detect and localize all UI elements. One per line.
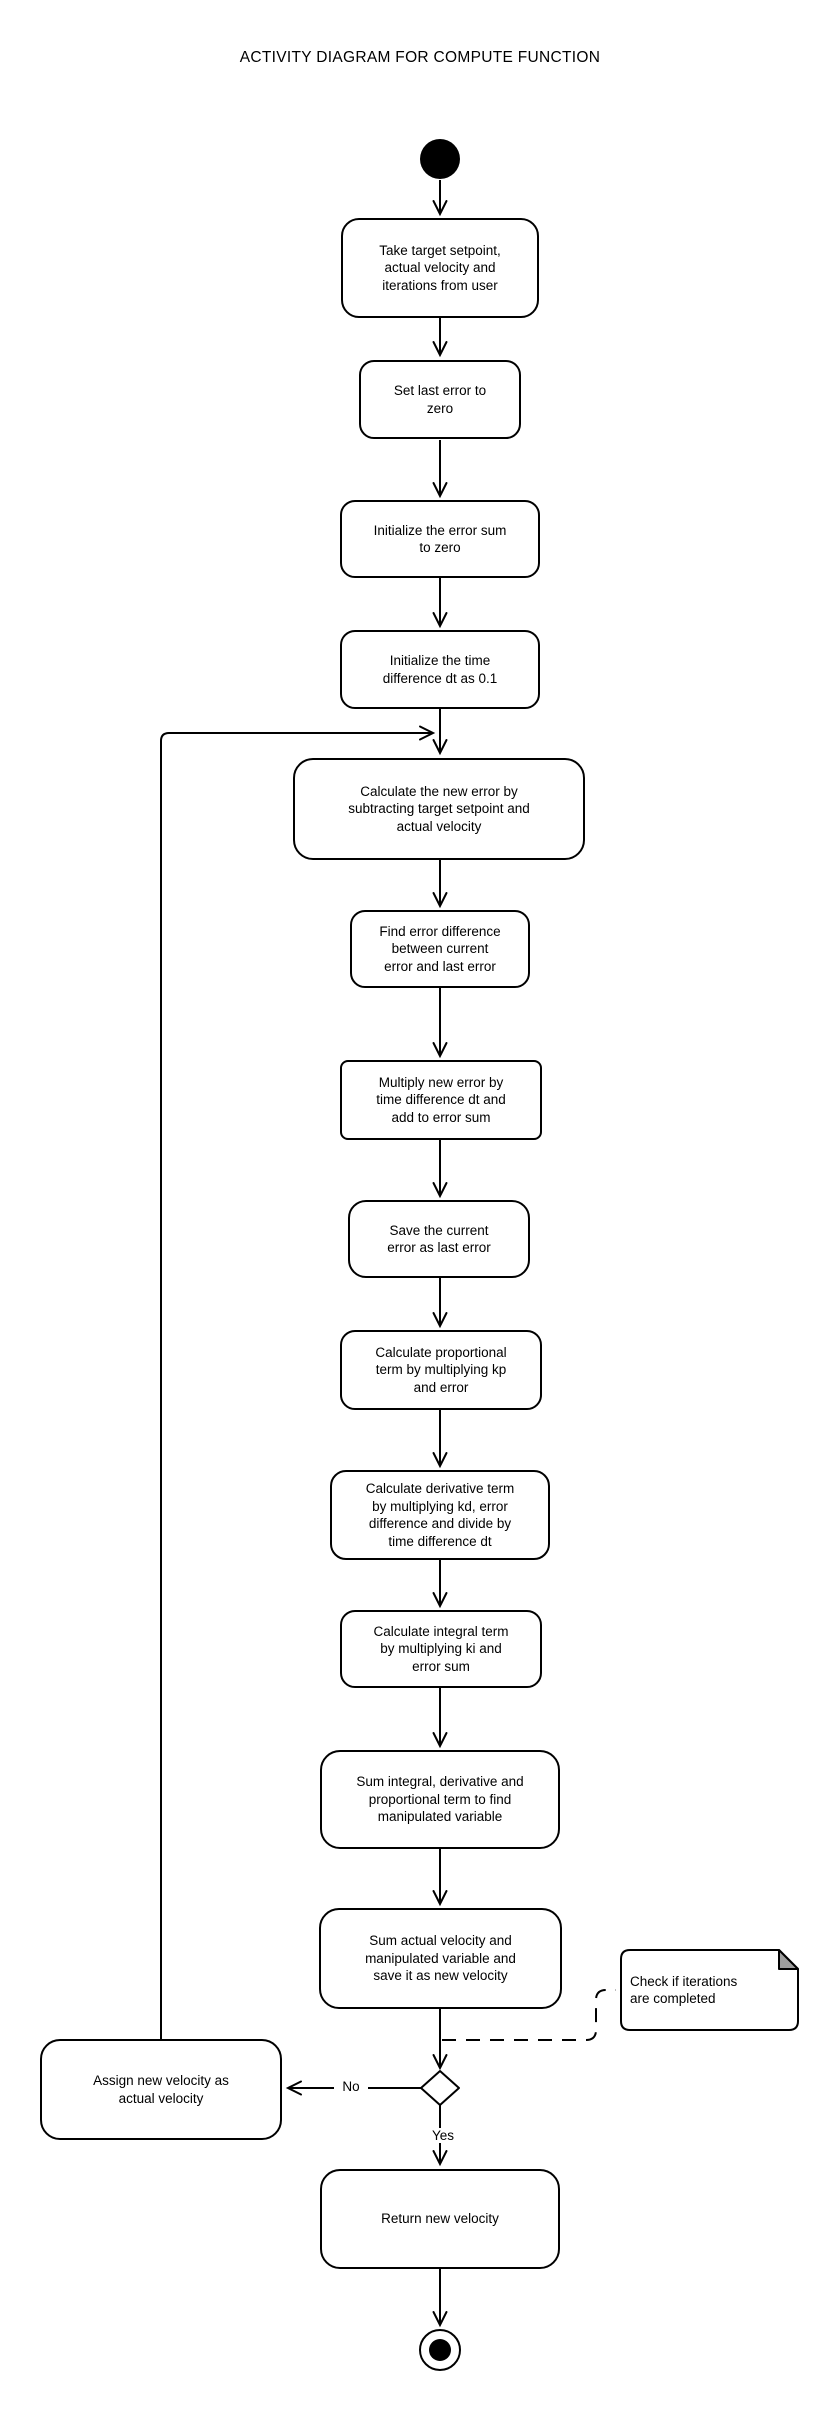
activity-find-error-difference: Find error difference between current er… xyxy=(350,910,530,988)
label-no: No xyxy=(334,2079,368,2094)
activity-sum-terms: Sum integral, derivative and proportiona… xyxy=(320,1750,560,1849)
activity-take-input: Take target setpoint, actual velocity an… xyxy=(341,218,539,318)
activity-init-error-sum: Initialize the error sum to zero xyxy=(340,500,540,578)
activity-calc-integral: Calculate integral term by multiplying k… xyxy=(340,1610,542,1688)
note-shape xyxy=(620,1949,799,2031)
activity-sum-velocity: Sum actual velocity and manipulated vari… xyxy=(319,1908,562,2009)
activity-calc-derivative: Calculate derivative term by multiplying… xyxy=(330,1470,550,1560)
label-yes: Yes xyxy=(423,2128,463,2143)
activity-set-last-error: Set last error to zero xyxy=(359,360,521,439)
note-check-iterations: Check if iterations are completed xyxy=(630,1973,738,2007)
note-connector xyxy=(442,1989,616,2041)
activity-calc-new-error: Calculate the new error by subtracting t… xyxy=(293,758,585,860)
edge-loop-back xyxy=(160,725,436,2039)
activity-return-velocity: Return new velocity xyxy=(320,2169,560,2269)
start-node xyxy=(420,139,460,179)
activity-assign-velocity: Assign new velocity as actual velocity xyxy=(40,2039,282,2140)
note-fold-icon xyxy=(778,1949,799,1970)
decision-diamond xyxy=(420,2070,460,2106)
activity-calc-proportional: Calculate proportional term by multiplyi… xyxy=(340,1330,542,1410)
end-node-core xyxy=(429,2339,451,2361)
diagram-title: ACTIVITY DIAGRAM FOR COMPUTE FUNCTION xyxy=(239,49,601,66)
activity-multiply-error-dt: Multiply new error by time difference dt… xyxy=(340,1060,542,1140)
activity-init-dt: Initialize the time difference dt as 0.1 xyxy=(340,630,540,709)
activity-save-last-error: Save the current error as last error xyxy=(348,1200,530,1278)
